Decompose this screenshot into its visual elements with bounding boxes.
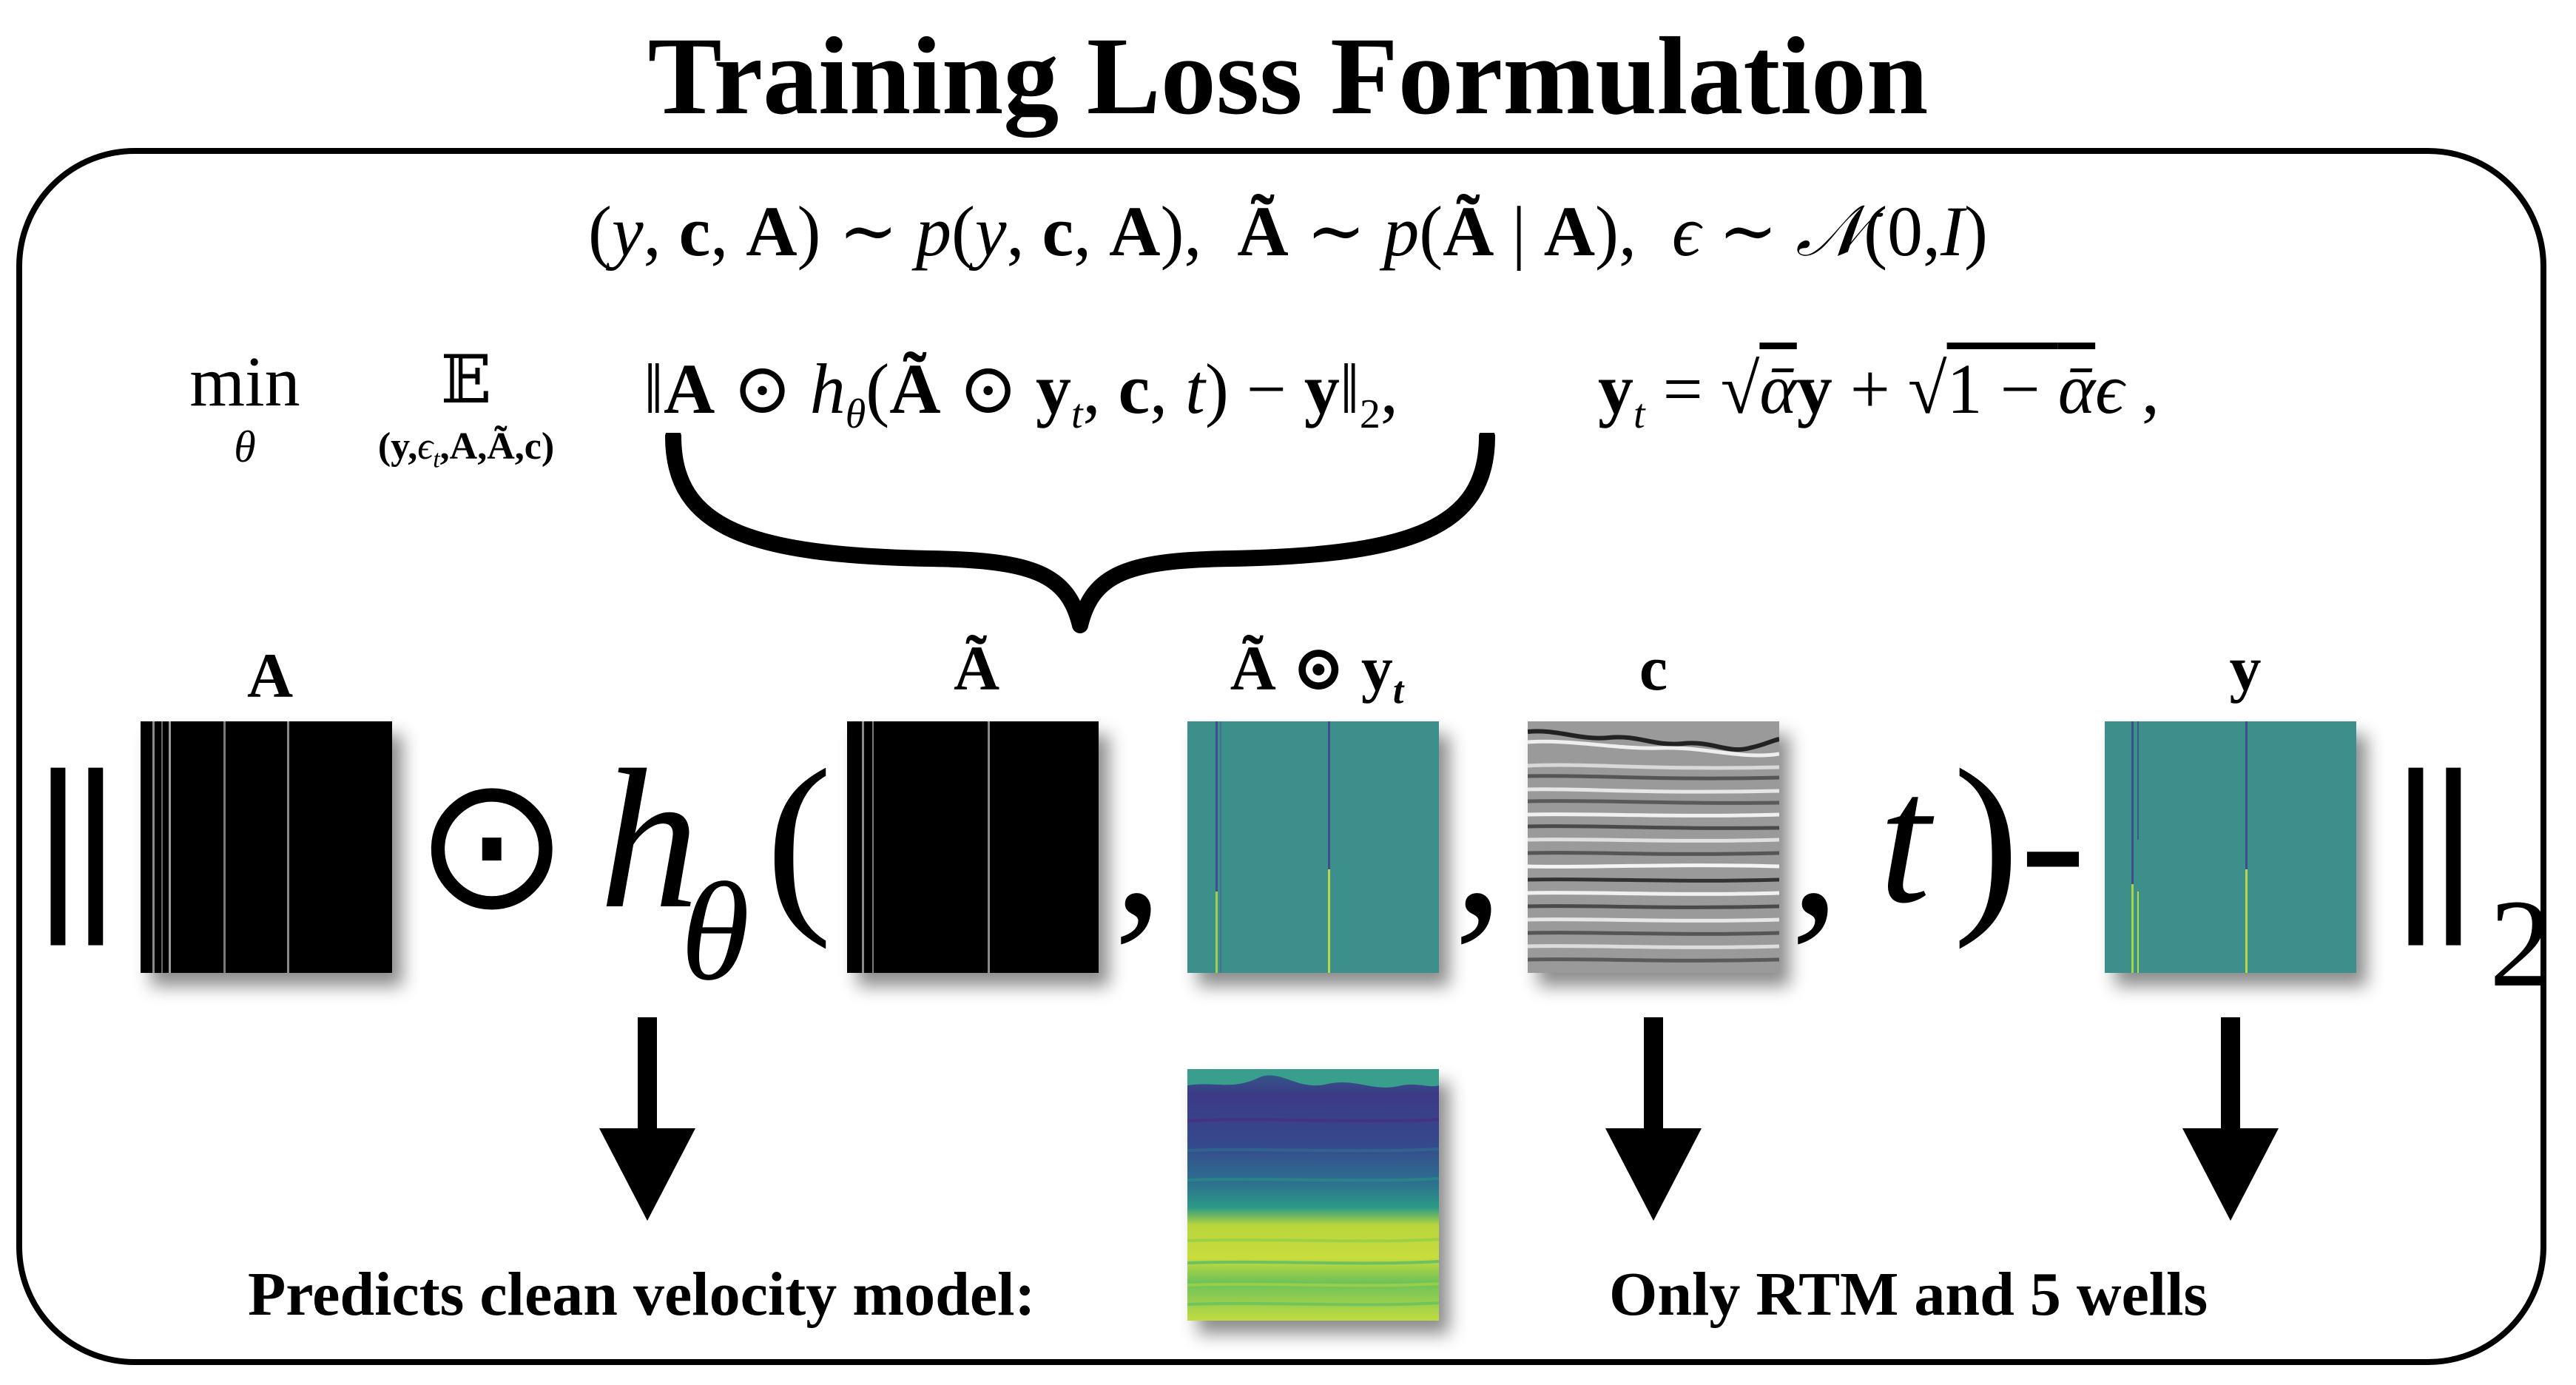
- loss-norm-expression: ‖A ⊙ hθ(Ã ⊙ yt, c, t) − y‖2,: [644, 349, 1398, 438]
- down-arrow-icon: [1605, 1017, 1702, 1221]
- sampling-equation: (y, c, A) ∼ p(y, c, A), Ã ∼ p(Ã | A), ϵ …: [588, 192, 1988, 271]
- label-A: A: [246, 640, 294, 711]
- curly-brace-icon: [665, 433, 1495, 633]
- only-rtm-caption: Only RTM and 5 wells: [1609, 1260, 2208, 1329]
- comma-1: ,: [1113, 736, 1164, 957]
- predicts-caption: Predicts clean velocity model:: [248, 1260, 1036, 1329]
- down-arrow-icon: [599, 1017, 695, 1221]
- odot-operator: ⊙: [414, 735, 570, 951]
- label-y: y: [2229, 633, 2262, 704]
- label-A-tilde: Ã: [953, 633, 1000, 704]
- page-title: Training Loss Formulation: [647, 15, 1929, 138]
- label-c: c: [1639, 633, 1668, 704]
- mask-A-image: [141, 721, 392, 973]
- expectation-operator: 𝔼 (y,ϵt,A,Ã,c): [377, 344, 555, 474]
- t-variable: t: [1879, 737, 1931, 942]
- open-norm-bars: ||: [28, 738, 126, 946]
- norm-subscript-2: 2: [2489, 874, 2552, 1013]
- content-frame: [16, 148, 2546, 1365]
- comma-2: ,: [1454, 736, 1504, 957]
- open-paren: (: [766, 729, 832, 950]
- down-arrow-icon: [2182, 1017, 2279, 1221]
- rtm-image: [1528, 721, 1779, 973]
- close-paren-minus: )-: [1953, 729, 2086, 950]
- close-norm-bars: ||: [2386, 738, 2484, 946]
- mask-A-tilde-image: [847, 721, 1099, 973]
- clean-velocity-model-image: [1187, 1069, 1439, 1321]
- noisy-target-definition: yt = √ᾱy + √1 − ᾱϵ ,: [1598, 349, 2159, 438]
- well-velocity-image: [2105, 721, 2356, 973]
- min-operator: min θ: [189, 342, 300, 471]
- label-masked-y: Ã ⊙ yt: [1230, 633, 1404, 712]
- h-function: h: [599, 729, 699, 950]
- comma-3: ,: [1790, 736, 1841, 957]
- theta-subscript: θ: [681, 855, 750, 1010]
- masked-noisy-velocity-image: [1187, 721, 1439, 973]
